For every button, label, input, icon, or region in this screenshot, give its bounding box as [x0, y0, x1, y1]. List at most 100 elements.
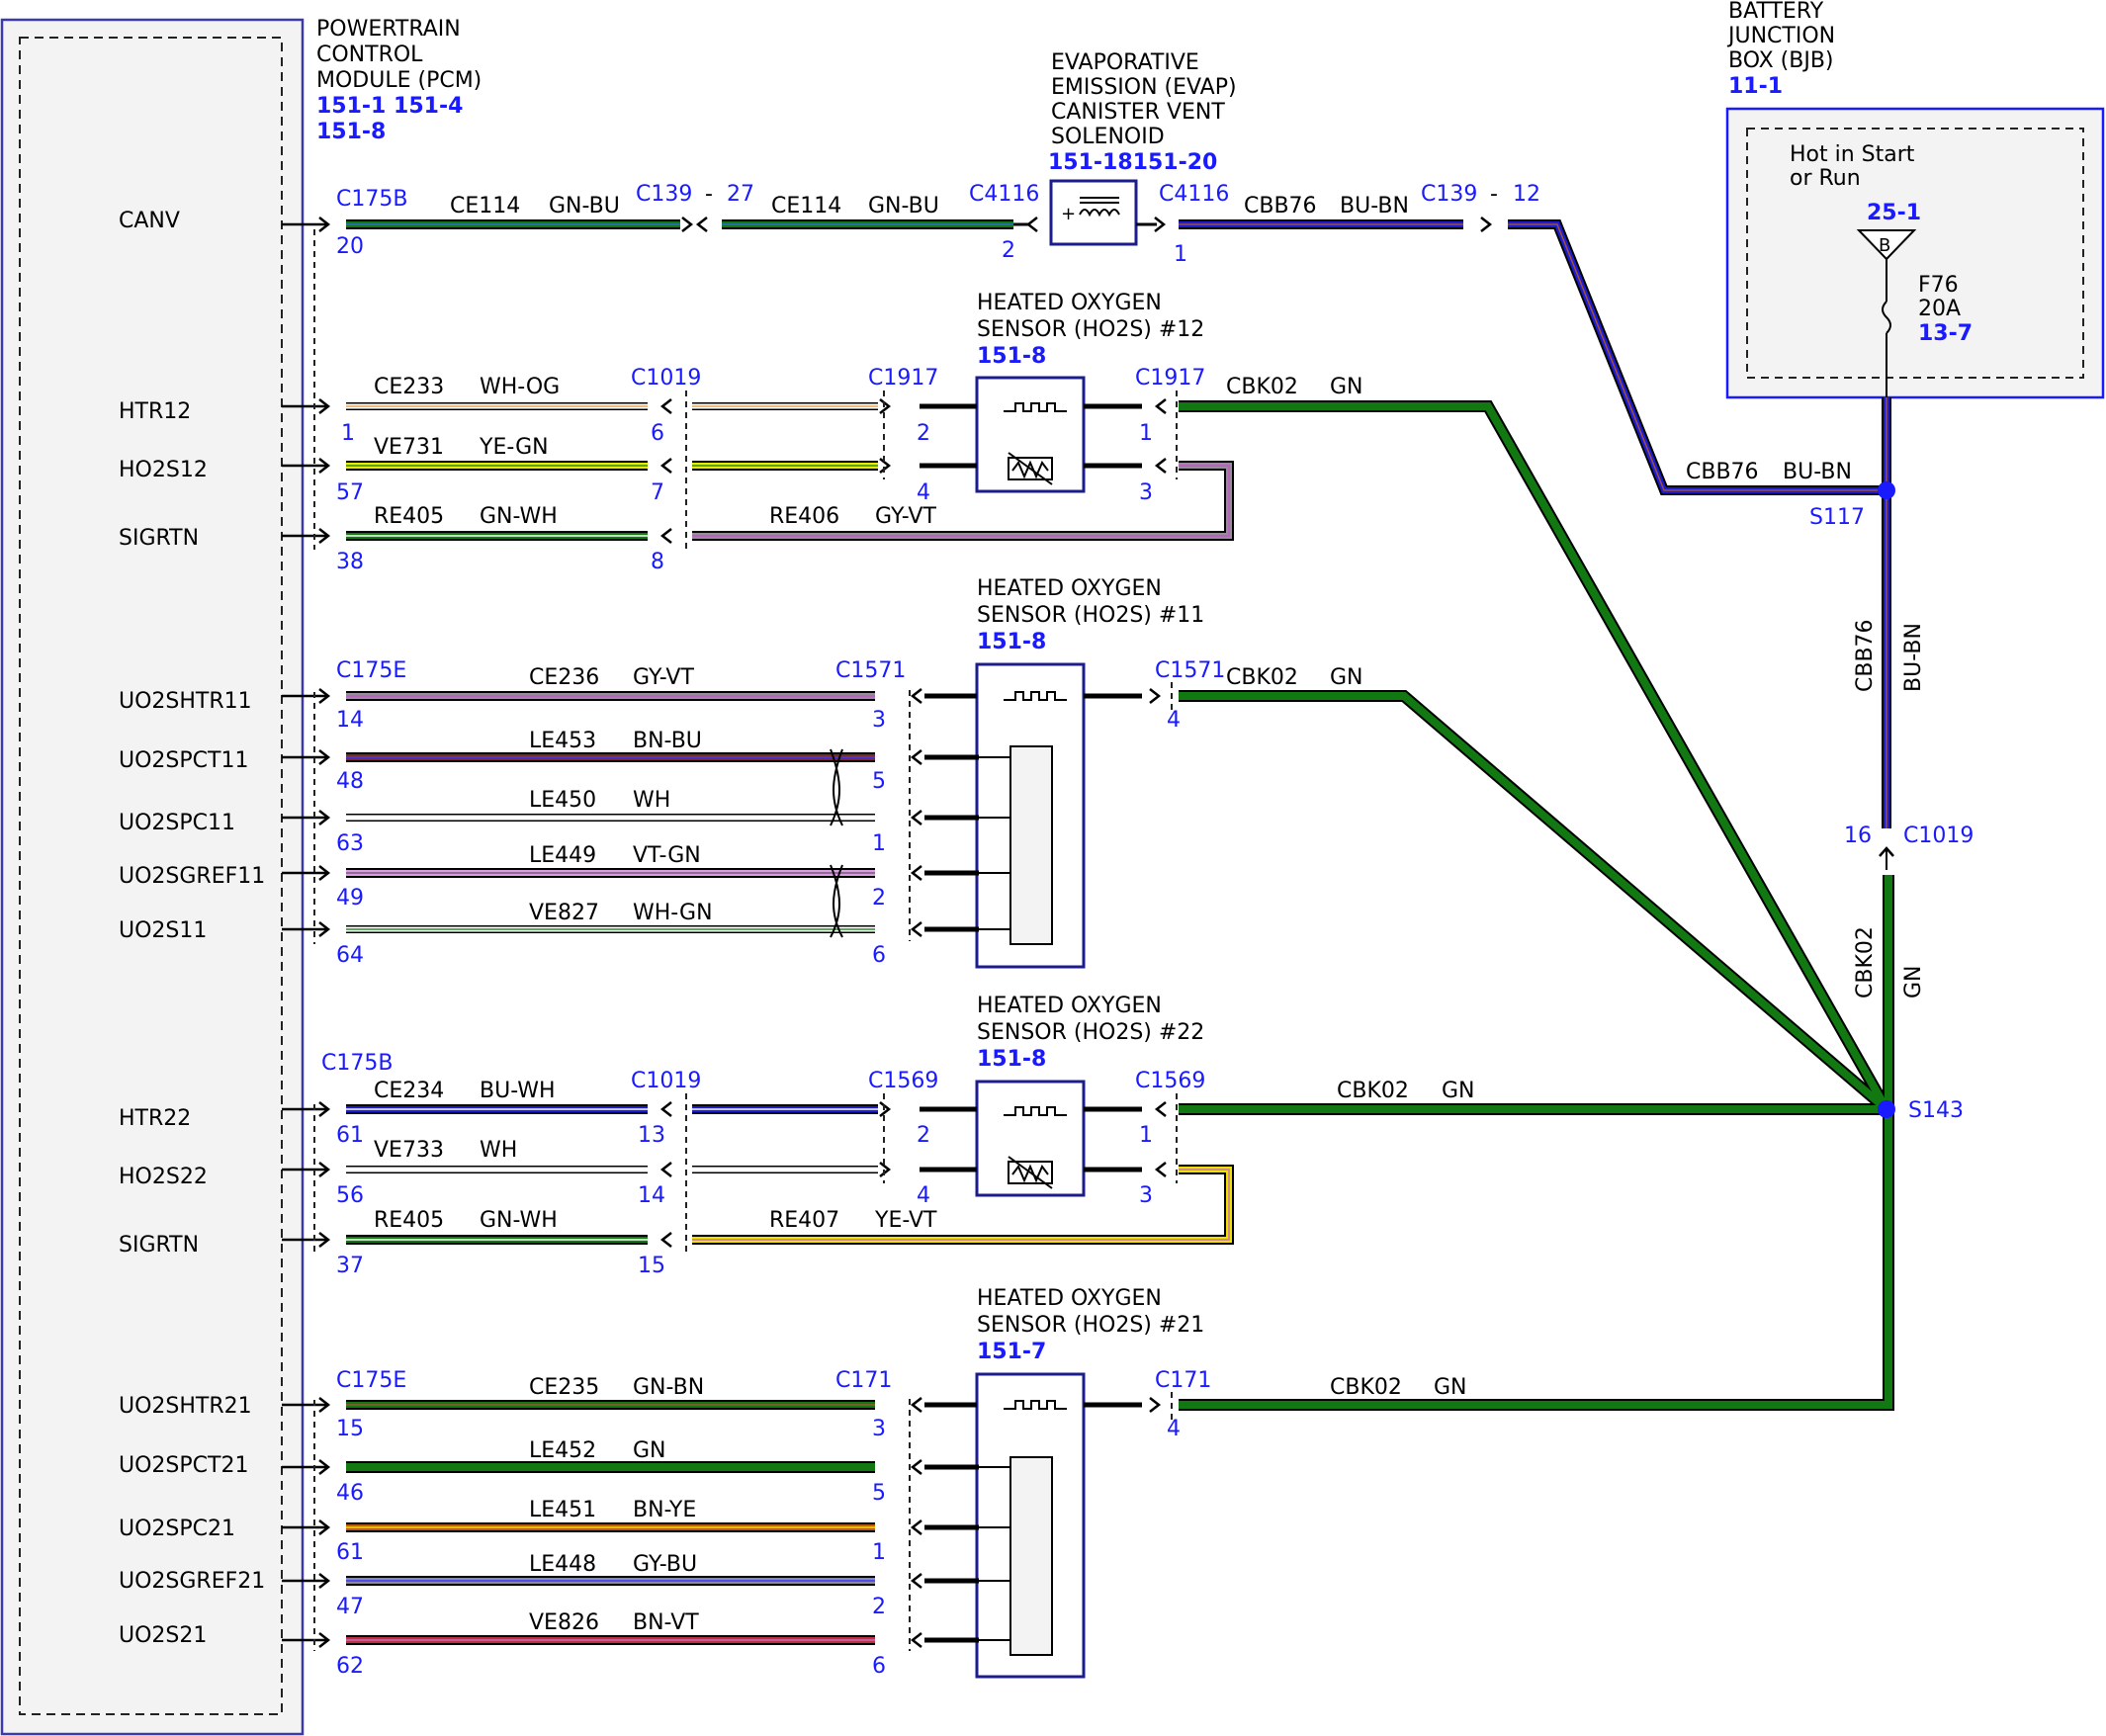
svg-text:2: 2: [872, 886, 886, 911]
svg-text:20A: 20A: [1918, 297, 1961, 321]
svg-text:47: 47: [336, 1595, 364, 1619]
heater-element-icon: [1004, 1400, 1067, 1410]
svg-text:1: 1: [1139, 1123, 1153, 1148]
evap-title: EVAPORATIVE EMISSION (EVAP) CANISTER VEN…: [1048, 50, 1237, 175]
svg-text:CANISTER VENT: CANISTER VENT: [1051, 100, 1225, 125]
svg-text:C175E: C175E: [336, 658, 406, 683]
svg-text:14: 14: [638, 1183, 665, 1208]
pin-label: CANV: [119, 209, 180, 233]
svg-text:C1917: C1917: [1135, 366, 1205, 391]
svg-text:8: 8: [651, 550, 664, 574]
svg-text:2: 2: [1002, 238, 1015, 263]
svg-text:CBK02: CBK02: [1226, 375, 1298, 399]
svg-text:JUNCTION: JUNCTION: [1726, 24, 1835, 48]
pin-label: UO2S11: [119, 918, 207, 943]
svg-text:BN-YE: BN-YE: [633, 1498, 696, 1522]
ho2s22-sensor: [975, 1080, 1086, 1197]
svg-text:BU-BN: BU-BN: [1340, 194, 1409, 218]
svg-text:EMISSION (EVAP): EMISSION (EVAP): [1051, 75, 1237, 100]
pin-label: UO2SHTR11: [119, 689, 252, 714]
svg-text:C1019: C1019: [1903, 824, 1974, 848]
ho2s21-wiring: [346, 1396, 1161, 1649]
svg-text:CBK02: CBK02: [1337, 1079, 1409, 1103]
heater-element-icon: [1004, 402, 1067, 412]
svg-text:C1569: C1569: [868, 1069, 938, 1093]
svg-text:VE826: VE826: [529, 1610, 599, 1635]
svg-text:LE449: LE449: [529, 843, 596, 868]
svg-text:CBK02: CBK02: [1226, 665, 1298, 690]
svg-text:151-8: 151-8: [977, 1047, 1046, 1072]
svg-text:1: 1: [872, 831, 886, 856]
svg-text:GN: GN: [1330, 375, 1363, 399]
svg-text:BU-BN: BU-BN: [1901, 623, 1926, 692]
svg-text:12: 12: [1513, 182, 1540, 207]
svg-text:1: 1: [872, 1540, 886, 1565]
fuse-icon: [1882, 301, 1891, 334]
canv-labels: C175B 20 CE114 GN-BU C139 - 27 CE114 GN-…: [336, 182, 1540, 267]
svg-text:20: 20: [336, 234, 364, 259]
svg-text:MODULE (PCM): MODULE (PCM): [316, 68, 482, 93]
svg-text:27: 27: [727, 182, 754, 207]
svg-text:GN: GN: [1442, 1079, 1475, 1103]
svg-text:CBK02: CBK02: [1330, 1375, 1402, 1400]
svg-text:3: 3: [872, 708, 886, 733]
svg-text:EVAPORATIVE: EVAPORATIVE: [1051, 50, 1199, 75]
ho2s12-connectors: [685, 391, 1178, 550]
svg-text:CE235: CE235: [529, 1375, 599, 1400]
svg-text:3: 3: [1139, 1183, 1153, 1208]
pcm-arrows: [317, 216, 330, 1649]
svg-text:3: 3: [872, 1417, 886, 1441]
plus-sign: +: [1061, 204, 1076, 224]
svg-text:BATTERY: BATTERY: [1728, 0, 1824, 24]
svg-text:SENSOR (HO2S) #21: SENSOR (HO2S) #21: [977, 1313, 1204, 1338]
svg-text:CONTROL: CONTROL: [316, 43, 423, 67]
svg-text:15: 15: [336, 1417, 364, 1441]
svg-text:LE450: LE450: [529, 788, 596, 813]
bus-ref: 25-1: [1867, 201, 1921, 225]
svg-text:YE-GN: YE-GN: [479, 435, 549, 460]
pin-label: HTR22: [119, 1106, 191, 1131]
svg-text:CBB76: CBB76: [1686, 460, 1759, 484]
evap-ref: 151-18151-20: [1048, 150, 1217, 175]
ho2s21-sensor: [975, 1372, 1086, 1679]
svg-text:GN-WH: GN-WH: [480, 1208, 558, 1233]
svg-text:RE405: RE405: [374, 504, 444, 529]
svg-text:RE405: RE405: [374, 1208, 444, 1233]
svg-text:POWERTRAIN: POWERTRAIN: [316, 17, 461, 42]
svg-text:61: 61: [336, 1540, 364, 1565]
ho2s11-wiring: [346, 687, 1161, 938]
svg-text:GN: GN: [633, 1438, 666, 1463]
svg-text:56: 56: [336, 1183, 364, 1208]
svg-text:HEATED OXYGEN: HEATED OXYGEN: [977, 994, 1162, 1018]
pin-label: UO2SPCT21: [119, 1453, 248, 1478]
pin-label: UO2SPC11: [119, 811, 235, 835]
ho2s22-labels: C175B CE234 BU-WH C1019 61 13 VE733 WH 5…: [321, 1051, 1475, 1278]
pcm-title: POWERTRAIN CONTROL MODULE (PCM) 151-1 15…: [316, 17, 482, 144]
svg-text:61: 61: [336, 1123, 364, 1148]
svg-text:1: 1: [1174, 242, 1187, 267]
svg-text:GY-VT: GY-VT: [633, 665, 694, 690]
svg-text:14: 14: [336, 708, 364, 733]
ho2s12-labels: CE233 WH-OG C1019 1 6 VE731 YE-GN 57 7 R…: [336, 366, 1363, 574]
svg-text:6: 6: [651, 421, 664, 446]
ho2s22-wiring: [346, 1100, 1234, 1249]
svg-text:151-7: 151-7: [977, 1340, 1046, 1364]
svg-text:S117: S117: [1809, 505, 1865, 530]
svg-text:C139: C139: [636, 182, 692, 207]
svg-text:BU-BN: BU-BN: [1783, 460, 1852, 484]
svg-text:4: 4: [1167, 1417, 1181, 1441]
svg-text:48: 48: [336, 769, 364, 794]
ho2s21-title: HEATED OXYGEN SENSOR (HO2S) #21 151-7: [977, 1286, 1204, 1364]
svg-text:151-8: 151-8: [977, 344, 1046, 369]
svg-text:5: 5: [872, 1481, 886, 1506]
svg-text:BN-BU: BN-BU: [633, 729, 702, 753]
splice-s143: [1878, 1100, 1895, 1118]
svg-text:VE733: VE733: [374, 1138, 444, 1163]
svg-text:16: 16: [1844, 824, 1872, 848]
svg-text:CE233: CE233: [374, 375, 444, 399]
svg-text:C4116: C4116: [1159, 182, 1229, 207]
svg-text:C171: C171: [1155, 1368, 1211, 1393]
bjb-feed-labels: CBB76 BU-BN S117 CBB76 BU-BN 16 C1019 CB…: [1686, 460, 1974, 998]
ho2s12-wiring: [346, 397, 1234, 545]
svg-text:C175B: C175B: [321, 1051, 393, 1076]
